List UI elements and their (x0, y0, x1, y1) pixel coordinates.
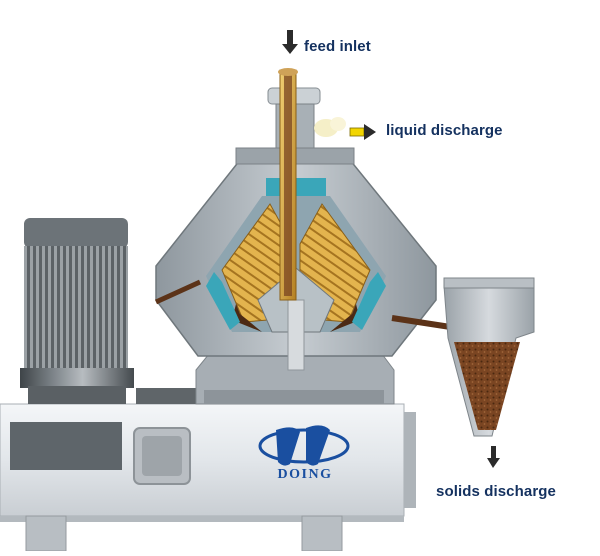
machine-base (0, 403, 416, 552)
electric-motor (20, 218, 206, 404)
arrow-down-icon (282, 30, 298, 54)
feed-inlet-label: feed inlet (304, 38, 371, 55)
logo-text: DOING (277, 467, 333, 482)
base-leg-right (301, 515, 343, 552)
doing-logo-mark (258, 425, 350, 466)
teal-seal-left (206, 272, 240, 330)
solids-outflow (154, 277, 535, 437)
feed-column (235, 68, 355, 301)
arrow-down-icon (487, 446, 500, 468)
motor-coupling (136, 388, 206, 404)
arrow-right-icon (349, 124, 376, 140)
solids-cake (454, 342, 520, 430)
liquid-discharge-label: liquid discharge (386, 122, 503, 139)
spindle (287, 299, 305, 371)
teal-seal-right (352, 272, 386, 330)
base-panel (10, 422, 122, 470)
solids-discharge-label: solids discharge (436, 483, 556, 500)
liquid-outflow (314, 117, 346, 137)
base-leg-left (25, 515, 67, 552)
